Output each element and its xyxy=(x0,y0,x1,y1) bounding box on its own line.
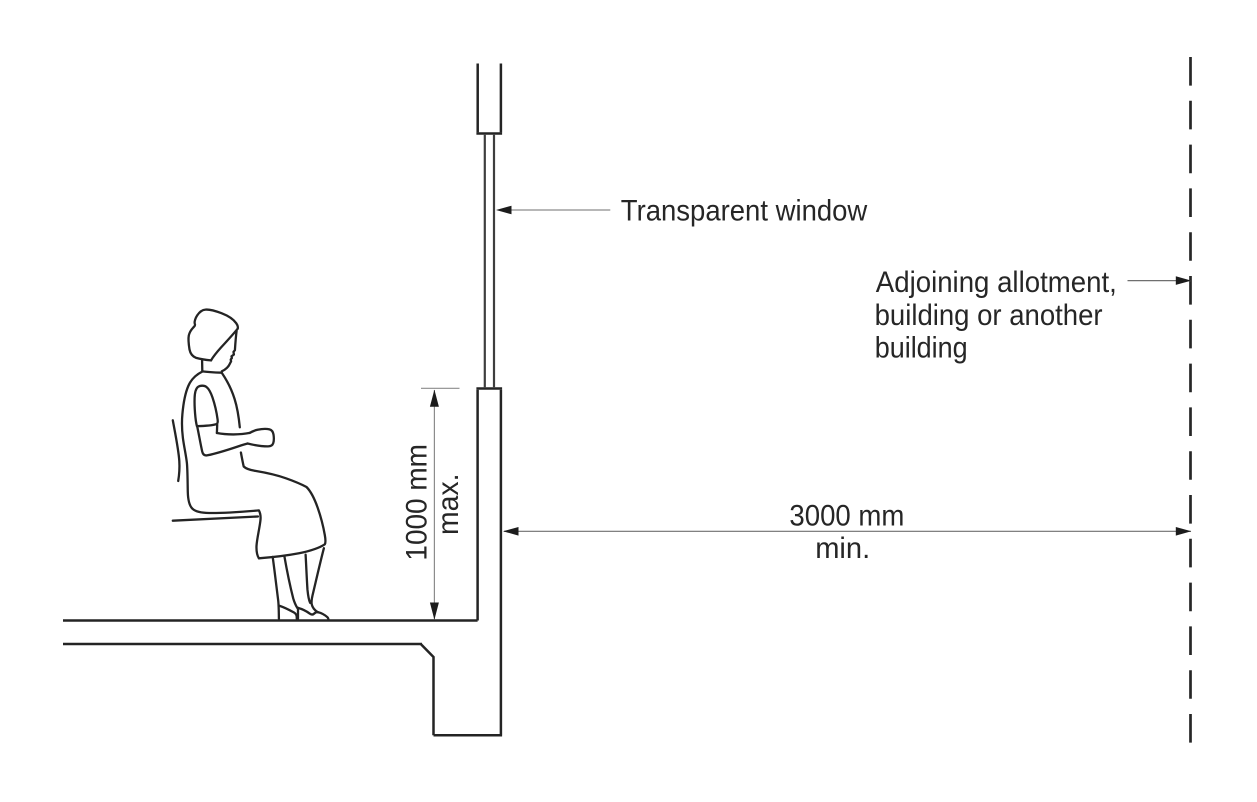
svg-text:building or another: building or another xyxy=(875,299,1103,332)
svg-text:Transparent window: Transparent window xyxy=(621,194,868,227)
svg-text:3000 mm: 3000 mm xyxy=(789,499,904,532)
svg-text:max.: max. xyxy=(432,474,465,536)
svg-text:building: building xyxy=(875,332,968,365)
svg-text:min.: min. xyxy=(815,532,870,565)
svg-text:1000 mm: 1000 mm xyxy=(401,444,434,561)
svg-text:Adjoining allotment,: Adjoining allotment, xyxy=(876,266,1117,299)
